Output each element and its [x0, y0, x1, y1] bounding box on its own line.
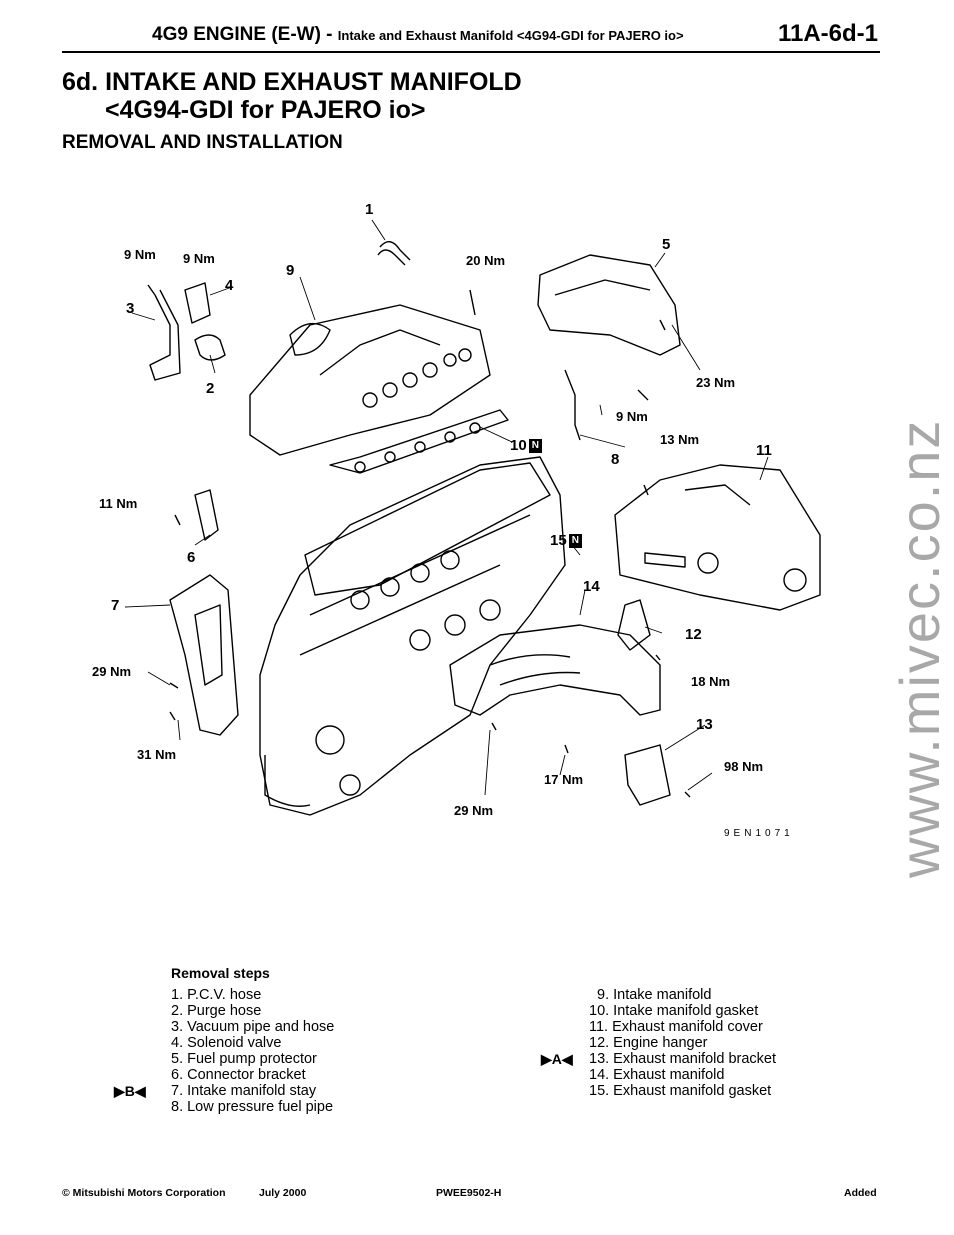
callout-13: 13 — [696, 716, 713, 733]
section-heading: REMOVAL AND INSTALLATION — [62, 132, 343, 153]
n-mark-15: N — [568, 534, 582, 549]
footer-copyright: © Mitsubishi Motors Corporation — [62, 1187, 226, 1199]
fuel-pump-protector — [537, 254, 681, 356]
torque-9nm-b: 9 Nm — [183, 251, 215, 266]
intake-gasket — [329, 409, 509, 474]
callout-1: 1 — [365, 201, 374, 218]
marker-a: ▶A◀ — [541, 1051, 573, 1067]
list-item: 10. Intake manifold gasket — [589, 1003, 759, 1019]
torque-20nm: 20 Nm — [466, 253, 506, 268]
callout-11: 11 — [756, 442, 772, 459]
torque-18nm: 18 Nm — [691, 674, 731, 689]
torque-9nm-a: 9 Nm — [124, 247, 156, 262]
pcv-hose — [377, 241, 411, 266]
purge-hose — [194, 334, 226, 361]
torque-9nm-c: 9 Nm — [616, 409, 648, 424]
callout-9: 9 — [286, 262, 295, 279]
page-number: 11A-6d-1 — [777, 20, 878, 47]
torque-31nm: 31 Nm — [137, 747, 177, 762]
list-item: 7. Intake manifold stay — [171, 1083, 317, 1099]
list-item: 14. Exhaust manifold — [589, 1067, 725, 1083]
callout-4: 4 — [225, 277, 234, 294]
list-item: 6. Connector bracket — [171, 1067, 306, 1083]
callout-5: 5 — [662, 236, 671, 253]
engine-exploded-diagram — [124, 219, 821, 816]
callout-12: 12 — [685, 626, 702, 643]
callout-14: 14 — [583, 578, 600, 595]
removal-steps-title: Removal steps — [171, 965, 270, 981]
list-item: 2. Purge hose — [171, 1003, 262, 1019]
page-title: 6d. INTAKE AND EXHAUST MANIFOLD — [62, 68, 522, 96]
cylinder-head — [304, 462, 551, 596]
list-item: 9. Intake manifold — [597, 987, 712, 1003]
solenoid-valve — [184, 282, 211, 324]
torque-29nm-b: 29 Nm — [454, 803, 494, 818]
exhaust-manifold-bracket — [624, 744, 671, 806]
watermark: www.mivec.co.nz — [888, 418, 951, 878]
connector-bracket — [194, 489, 219, 541]
torque-11nm: 11 Nm — [99, 496, 138, 511]
callout-7: 7 — [111, 597, 120, 614]
list-item: 8. Low pressure fuel pipe — [171, 1099, 334, 1115]
list-item: 11. Exhaust manifold cover — [589, 1019, 763, 1035]
callout-10-number: 10 — [510, 437, 527, 454]
list-item: 12. Engine hanger — [589, 1035, 708, 1051]
list-item: 3. Vacuum pipe and hose — [171, 1019, 335, 1035]
list-item: 15. Exhaust manifold gasket — [589, 1083, 772, 1099]
torque-29nm-a: 29 Nm — [92, 664, 132, 679]
engine-block — [259, 456, 566, 816]
callout-2: 2 — [206, 380, 215, 397]
removal-steps-right: 9. Intake manifold 10. Intake manifold g… — [589, 987, 776, 1099]
list-item: 5. Fuel pump protector — [171, 1051, 317, 1067]
callout-6: 6 — [187, 549, 196, 566]
list-item: 13. Exhaust manifold bracket — [589, 1051, 776, 1067]
intake-manifold-stay — [169, 574, 239, 736]
page-title-line2: <4G94-GDI for PAJERO io> — [105, 96, 426, 124]
n-mark-10: N — [528, 439, 542, 454]
footer-code: PWEE9502-H — [436, 1187, 502, 1199]
torque-98nm: 98 Nm — [724, 759, 764, 774]
callout-15-number: 15 — [550, 532, 567, 549]
header-engine: 4G9 ENGINE (E-W) - Intake and Exhaust Ma… — [152, 24, 684, 46]
engine-hanger — [617, 599, 651, 651]
low-pressure-fuel-pipe — [564, 369, 581, 441]
exhaust-manifold-cover — [614, 464, 821, 611]
vacuum-pipe — [149, 289, 181, 381]
header-subtitle: Intake and Exhaust Manifold <4G94-GDI fo… — [337, 28, 684, 43]
footer-status: Added — [844, 1187, 877, 1199]
callout-8: 8 — [611, 451, 620, 468]
torque-13nm: 13 Nm — [660, 432, 700, 447]
list-item: 4. Solenoid valve — [171, 1035, 282, 1051]
exhaust-manifold — [449, 624, 661, 716]
torque-23nm: 23 Nm — [696, 375, 736, 390]
list-item: 1. P.C.V. hose — [171, 987, 262, 1003]
callout-3: 3 — [126, 300, 135, 317]
figure-code: 9EN1071 — [724, 828, 794, 839]
marker-b: ▶B◀ — [114, 1083, 146, 1099]
footer-date: July 2000 — [259, 1187, 307, 1199]
header-rule — [62, 51, 880, 53]
removal-steps-left: 1. P.C.V. hose 2. Purge hose 3. Vacuum p… — [171, 987, 334, 1115]
torque-17nm: 17 Nm — [544, 772, 584, 787]
intake-manifold — [249, 304, 491, 456]
header-engine-text: 4G9 ENGINE (E-W) - — [152, 24, 333, 45]
